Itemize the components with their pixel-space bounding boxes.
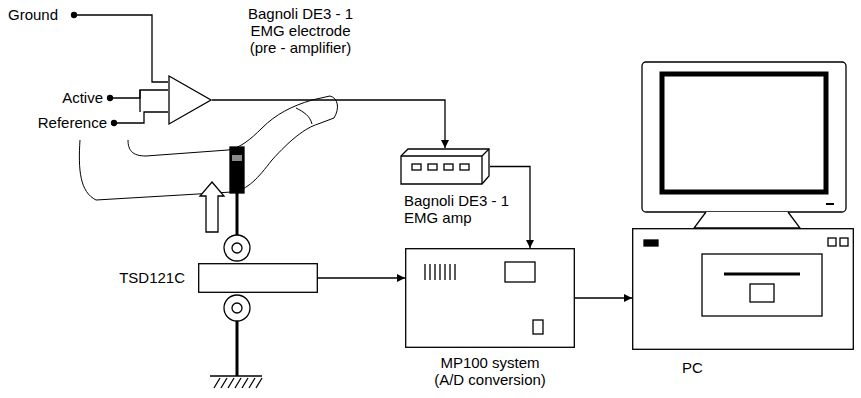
shackle	[224, 235, 250, 261]
device-label: Bagnoli DE3 - 1 EMG electrode (pre - amp…	[238, 5, 363, 56]
vent-slot	[424, 264, 425, 280]
shape-outline	[405, 248, 575, 348]
hatch-stroke	[249, 378, 255, 388]
shackle	[224, 295, 250, 321]
vent-slot	[429, 264, 430, 280]
arm-illustration	[79, 96, 337, 200]
amp-button	[444, 164, 453, 170]
pc-button	[828, 238, 836, 246]
vent-slot	[444, 264, 445, 280]
mp100-case	[406, 249, 575, 348]
ground-wire	[76, 15, 168, 82]
hatch-stroke	[221, 378, 227, 388]
amp-edge	[401, 149, 489, 184]
terminal-dot	[72, 13, 77, 18]
pc-monitor	[642, 62, 846, 228]
hatch-stroke	[235, 378, 241, 388]
amp-button	[428, 164, 437, 170]
hatch-stroke	[242, 378, 248, 388]
finger-line	[296, 108, 312, 124]
electrode-bar	[139, 90, 140, 112]
anchor-rod	[236, 321, 239, 376]
monitor-screen	[662, 74, 826, 192]
shape-outline	[168, 75, 212, 125]
device-label: TSD121C	[65, 269, 185, 286]
hollow-arrow	[200, 182, 224, 232]
ground-plane	[210, 375, 262, 376]
amp-case	[401, 149, 489, 184]
electrode-wires	[72, 13, 169, 126]
pc-system-unit: PC	[632, 228, 854, 350]
signal-connector	[575, 297, 632, 298]
ground-hatch	[214, 378, 262, 388]
amp-button	[412, 164, 421, 170]
terminal-label: Active	[40, 89, 103, 106]
hatch-stroke	[228, 378, 234, 388]
pc-case	[633, 229, 854, 350]
shape-outline	[400, 148, 490, 185]
terminal-dot	[108, 96, 113, 101]
terminal-dot	[112, 121, 117, 126]
preamp-triangle: Bagnoli DE3 - 1 EMG electrode (pre - amp…	[168, 75, 212, 125]
cuff-band	[232, 155, 242, 161]
shackle-pin	[232, 243, 242, 253]
device-label: Bagnoli DE3 - 1 EMG amp	[404, 192, 522, 226]
wrist-cuff	[230, 147, 244, 193]
terminal-label: Ground	[8, 6, 68, 23]
transducer-body	[199, 264, 318, 293]
pc-button	[840, 238, 848, 246]
emg-amp-unit: Bagnoli DE3 - 1 EMG amp	[400, 148, 490, 185]
hatch-stroke	[214, 378, 220, 388]
force-transducer: TSD121C	[198, 263, 318, 293]
pc-bay	[702, 254, 822, 316]
device-label: PC	[682, 359, 742, 376]
mp100-unit: MP100 system (A/D conversion)	[405, 248, 575, 348]
monitor-stand	[694, 212, 800, 228]
mp100-panel	[505, 262, 535, 282]
drive-slot	[724, 273, 800, 276]
vent-slot	[449, 264, 450, 280]
pc-led	[644, 240, 658, 246]
vent-slot	[434, 264, 435, 280]
vent-slot	[454, 264, 455, 280]
reference-wire	[116, 112, 168, 123]
vent-slot	[439, 264, 440, 280]
shape-outline	[198, 263, 318, 293]
shackle-pin	[232, 303, 242, 313]
drive-door	[750, 284, 774, 302]
arm-outline	[128, 96, 330, 156]
signal-connector	[318, 277, 405, 278]
monitor-case	[642, 62, 846, 212]
hand-tip	[330, 96, 337, 118]
terminal-label: Reference	[14, 114, 107, 131]
device-label: MP100 system (A/D conversion)	[427, 354, 553, 388]
signal-connector	[212, 100, 445, 148]
amp-button	[460, 164, 469, 170]
force-rod	[236, 193, 239, 236]
monitor-led	[826, 203, 834, 205]
hatch-stroke	[256, 378, 262, 388]
amplifier-symbol	[169, 76, 211, 124]
shape-outline	[632, 228, 854, 350]
mp100-port	[533, 320, 543, 334]
